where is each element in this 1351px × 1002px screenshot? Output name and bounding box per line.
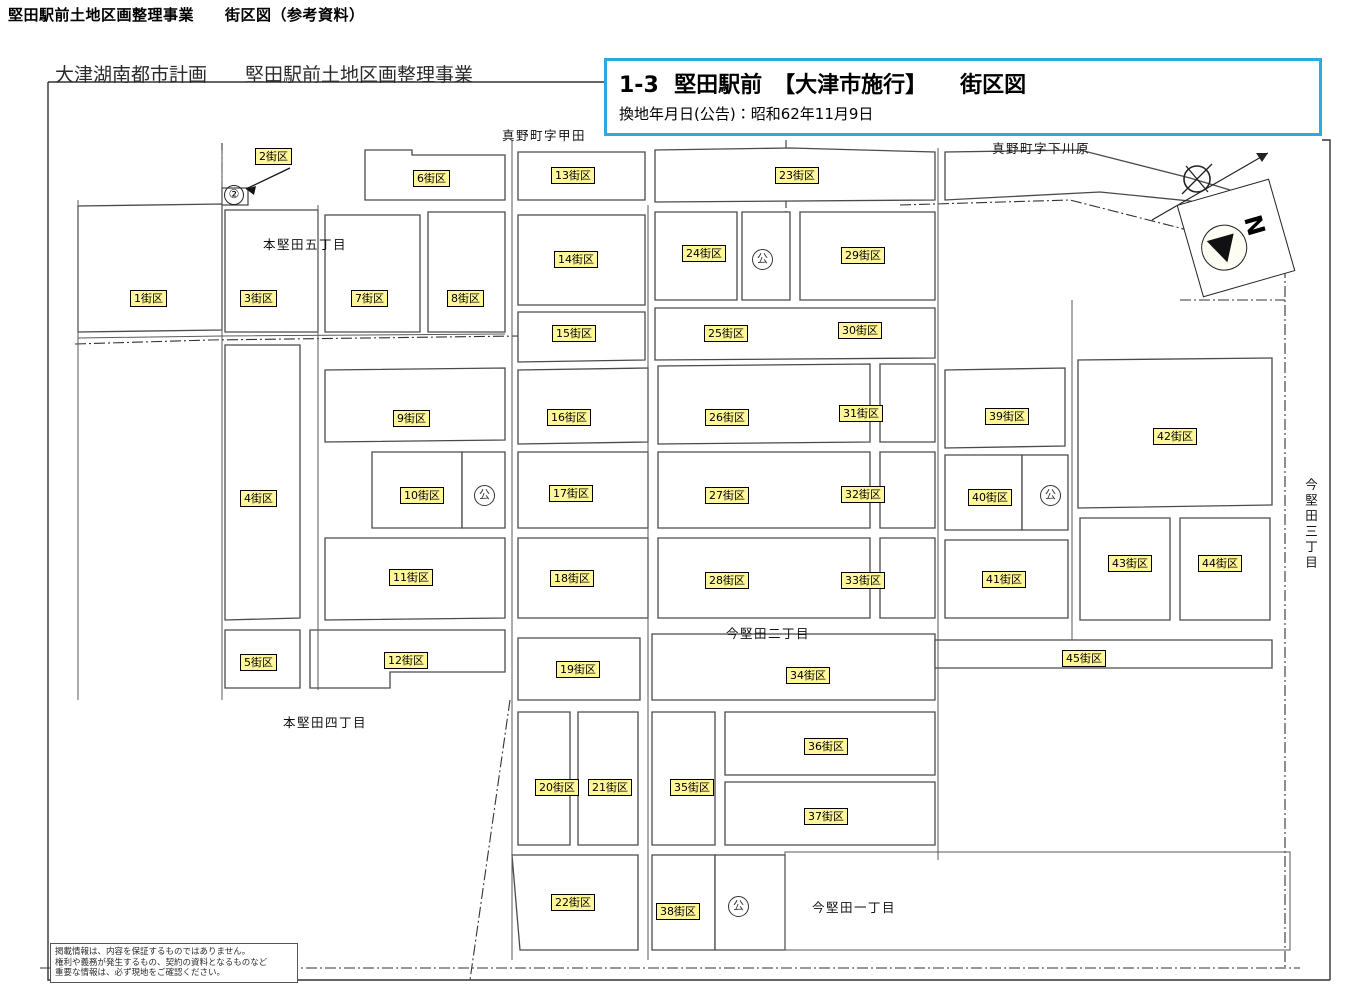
block-label[interactable]: 16街区: [547, 409, 591, 426]
block-label[interactable]: 3街区: [240, 290, 277, 307]
disclaimer-line-2: 権利や義務が発生するもの、契約の資料となるものなど: [55, 957, 268, 968]
block-label[interactable]: 32街区: [841, 486, 885, 503]
block-label[interactable]: 20街区: [535, 779, 579, 796]
block-label[interactable]: 31街区: [839, 405, 883, 422]
park-icon: 公: [1040, 485, 1061, 506]
block-label[interactable]: 45街区: [1062, 650, 1106, 667]
block-label[interactable]: 8街区: [447, 290, 484, 307]
block-label[interactable]: 17街区: [549, 485, 593, 502]
block-label[interactable]: 19街区: [556, 661, 600, 678]
block-label[interactable]: 29街区: [841, 247, 885, 264]
block-label[interactable]: 34街区: [786, 667, 830, 684]
district-name-label: 真野町字下川原: [992, 141, 1091, 156]
park-icon: 公: [752, 249, 773, 270]
north-arrow-letter: N: [1238, 211, 1271, 239]
district-name-label: 本堅田四丁目: [283, 715, 368, 730]
block-label[interactable]: 10街区: [400, 487, 444, 504]
district-name-label: 本堅田五丁目: [263, 237, 348, 252]
block-label[interactable]: 5街区: [240, 654, 277, 671]
block-label[interactable]: 25街区: [704, 325, 748, 342]
block-label[interactable]: 13街区: [551, 167, 595, 184]
block-label[interactable]: 30街区: [838, 322, 882, 339]
block-label[interactable]: 2街区: [255, 148, 292, 165]
block-label[interactable]: 11街区: [389, 569, 433, 586]
info-box-subtitle: 換地年月日(公告)：昭和62年11月9日: [619, 105, 874, 123]
block-label[interactable]: 6街区: [413, 170, 450, 187]
block-label[interactable]: 38街区: [656, 903, 700, 920]
block-label[interactable]: 14街区: [554, 251, 598, 268]
info-box: 1-3 堅田駅前 【大津市施行】 街区図 換地年月日(公告)：昭和62年11月9…: [604, 58, 1322, 136]
block-label[interactable]: 33街区: [841, 572, 885, 589]
disclaimer-line-3: 重要な情報は、必ず現地をご確認ください。: [55, 968, 226, 978]
disclaimer-box: 掲載情報は、内容を保証するものではありません。 権利や義務が発生するもの、契約の…: [50, 943, 298, 983]
page-title: 堅田駅前土地区画整理事業 街区図（参考資料）: [8, 6, 365, 24]
block-label[interactable]: 15街区: [552, 325, 596, 342]
block-label[interactable]: 27街区: [705, 487, 749, 504]
block-label[interactable]: 43街区: [1108, 555, 1152, 572]
park-icon: 公: [728, 896, 749, 917]
block-label[interactable]: 22街区: [551, 894, 595, 911]
block-label[interactable]: 36街区: [804, 738, 848, 755]
block-label[interactable]: 37街区: [804, 808, 848, 825]
block-label[interactable]: 42街区: [1153, 428, 1197, 445]
block-marker-2: ②: [224, 185, 244, 205]
block-label[interactable]: 39街区: [985, 408, 1029, 425]
district-name-label: 今堅田二丁目: [726, 626, 811, 641]
block-label[interactable]: 7街区: [351, 290, 388, 307]
block-label[interactable]: 21街区: [588, 779, 632, 796]
block-label[interactable]: 12街区: [384, 652, 428, 669]
block-label[interactable]: 41街区: [982, 571, 1026, 588]
block-label[interactable]: 44街区: [1198, 555, 1242, 572]
block-label[interactable]: 4街区: [240, 490, 277, 507]
block-label[interactable]: 24街区: [682, 245, 726, 262]
block-label[interactable]: 35街区: [670, 779, 714, 796]
block-label[interactable]: 18街区: [550, 570, 594, 587]
district-name-label: 今堅田三丁目: [1303, 478, 1318, 571]
disclaimer-line-1: 掲載情報は、内容を保証するものではありません。: [55, 947, 251, 957]
survey-cross-circle-icon: [1181, 163, 1213, 195]
info-box-title: 1-3 堅田駅前 【大津市施行】 街区図: [619, 73, 1027, 98]
block-label[interactable]: 23街区: [775, 167, 819, 184]
park-icon: 公: [474, 485, 495, 506]
block-label[interactable]: 9街区: [393, 410, 430, 427]
district-name-label: 今堅田一丁目: [812, 900, 897, 915]
block-label[interactable]: 1街区: [130, 290, 167, 307]
plan-heading: 大津湖南都市計画 堅田駅前土地区画整理事業: [55, 64, 474, 86]
block-label[interactable]: 40街区: [968, 489, 1012, 506]
block-label[interactable]: 28街区: [705, 572, 749, 589]
district-name-label: 真野町字甲田: [502, 128, 587, 143]
block-label[interactable]: 26街区: [705, 409, 749, 426]
